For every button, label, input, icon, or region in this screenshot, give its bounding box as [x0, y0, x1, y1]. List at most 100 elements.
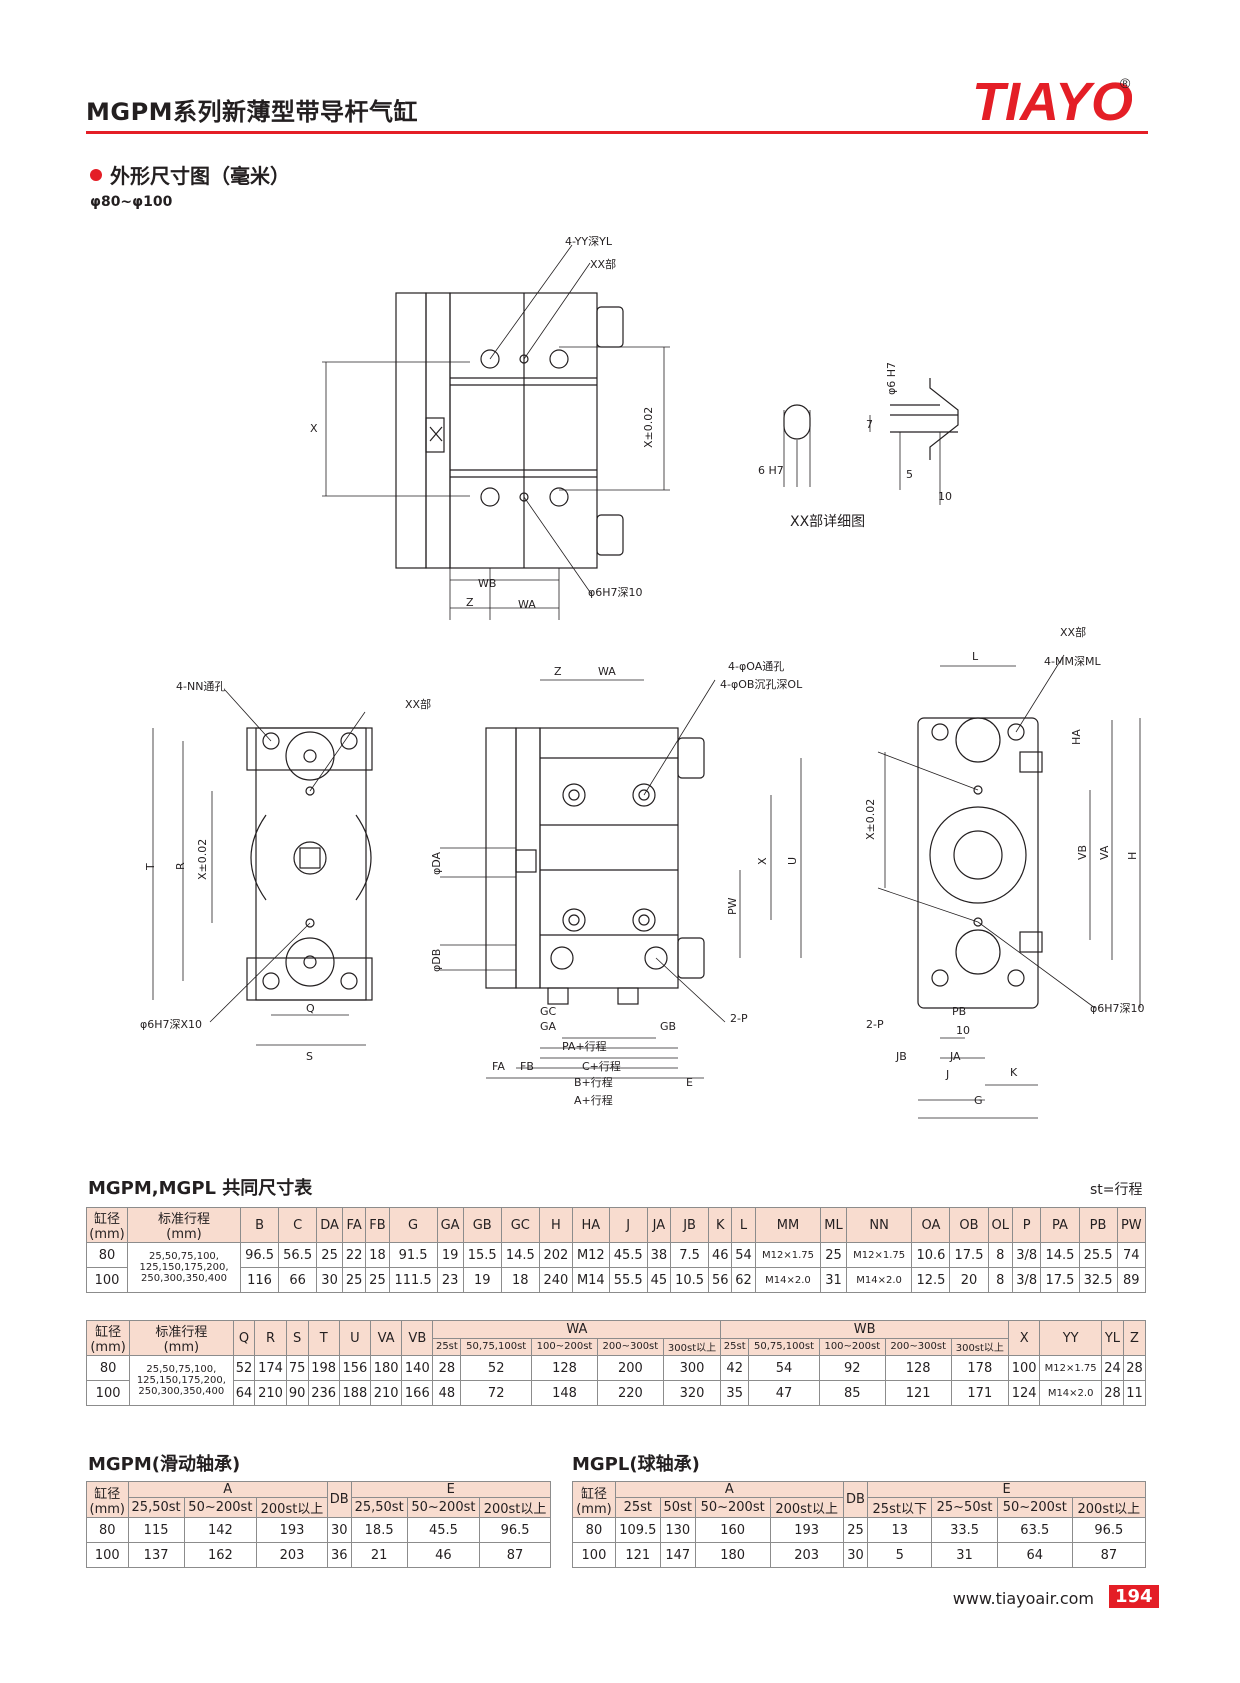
column-header: NN — [845, 1207, 913, 1243]
sub-header: 25,50st — [350, 1497, 408, 1518]
column-header: P — [1011, 1207, 1042, 1243]
table-cell: 31 — [931, 1542, 998, 1568]
table-cell: 8 — [987, 1267, 1013, 1293]
label-pw: PW — [726, 897, 739, 915]
label-x-tol-left: X±0.02 — [196, 839, 209, 880]
sub-header: 25st — [432, 1337, 462, 1356]
table-cell: 14.5 — [500, 1242, 540, 1268]
registered-mark: ® — [1120, 75, 1131, 91]
label-jb: JB — [895, 1050, 907, 1063]
table-cell: 180 — [694, 1542, 771, 1568]
label-db: φDB — [430, 949, 443, 972]
table-cell: 90 — [285, 1380, 309, 1406]
table-cell: 128 — [531, 1355, 598, 1381]
label-oa: 4-φOA通孔 — [728, 660, 784, 673]
label-ob: 4-φOB沉孔深OL — [720, 678, 803, 691]
right-end-view — [877, 654, 1141, 1119]
table-cell: 35 — [720, 1380, 750, 1406]
label-j: J — [945, 1068, 949, 1081]
column-header: VA — [369, 1320, 403, 1356]
table-cell: 33.5 — [931, 1517, 998, 1543]
bullet-icon — [90, 169, 102, 181]
table-cell: M14×2.0 — [845, 1267, 913, 1293]
table-cell: 100 — [86, 1267, 128, 1293]
table-cell: 162 — [183, 1542, 258, 1568]
column-header: YY — [1039, 1320, 1102, 1356]
column-header: OL — [987, 1207, 1013, 1243]
column-header: PA — [1040, 1207, 1080, 1243]
table-cell: 45.5 — [406, 1517, 481, 1543]
column-header: GA — [436, 1207, 464, 1243]
sub-header: 50~200st — [183, 1497, 258, 1518]
footer-url[interactable]: www.tiayoair.com — [952, 1589, 1094, 1608]
table-cell: 193 — [769, 1517, 844, 1543]
sub-header: 100~200st — [531, 1337, 598, 1356]
label-fb: FB — [520, 1060, 534, 1073]
label-u: U — [786, 857, 799, 865]
label-c: C+行程 — [582, 1060, 621, 1073]
column-header: ML — [820, 1207, 847, 1243]
column-header: B — [239, 1207, 280, 1243]
table-cell: 66 — [278, 1267, 318, 1293]
table-cell: 8 — [987, 1242, 1013, 1268]
bore-header: 缸径 (mm) — [86, 1481, 129, 1518]
label-e: E — [686, 1076, 693, 1089]
column-header: DB — [842, 1481, 869, 1518]
table-cell: 87 — [479, 1542, 551, 1568]
label-fa: FA — [492, 1060, 505, 1073]
table-cell: 19 — [462, 1267, 502, 1293]
column-header: Z — [1122, 1320, 1147, 1356]
table-cell: 111.5 — [388, 1267, 438, 1293]
table-cell: 42 — [720, 1355, 750, 1381]
table-cell: 18 — [365, 1242, 390, 1268]
table-cell: 54 — [731, 1242, 756, 1268]
sub-header: 300st以上 — [950, 1337, 1010, 1356]
table4-caption: MGPL(球轴承) — [572, 1453, 700, 1475]
table-cell: 18.5 — [350, 1517, 408, 1543]
label-wb: WB — [478, 577, 496, 590]
column-header: H — [538, 1207, 574, 1243]
page-number: 194 — [1109, 1585, 1159, 1608]
table3-caption: MGPM(滑动轴承) — [88, 1453, 240, 1475]
table-cell: 30 — [842, 1542, 869, 1568]
sub-header: 50,75,100st — [748, 1337, 820, 1356]
label-vb: VB — [1076, 845, 1089, 860]
table-cell: 32.5 — [1078, 1267, 1118, 1293]
table-cell: 48 — [432, 1380, 462, 1406]
column-header: L — [731, 1207, 756, 1243]
label-x-tol-top: X±0.02 — [642, 407, 655, 448]
table1-caption: MGPM,MGPL 共同尺寸表 — [88, 1177, 313, 1199]
table-cell: 25 — [316, 1242, 343, 1268]
table-cell: 174 — [254, 1355, 287, 1381]
sub-header: 200st以上 — [479, 1497, 551, 1518]
table-cell: 124 — [1008, 1380, 1041, 1406]
label-a: A+行程 — [574, 1094, 613, 1107]
column-header: WA — [432, 1320, 722, 1339]
table-cell: 203 — [769, 1542, 844, 1568]
sub-header: 25st以下 — [867, 1497, 933, 1518]
table-cell: 236 — [307, 1380, 340, 1406]
column-header: MM — [754, 1207, 822, 1243]
sub-header: 25st — [614, 1497, 661, 1518]
label-2p-right: 2-P — [866, 1018, 884, 1031]
table-cell: 116 — [239, 1267, 280, 1293]
table-cell: M14 — [572, 1267, 610, 1293]
table-cell: 52 — [232, 1355, 256, 1381]
table-cell: 62 — [731, 1267, 756, 1293]
column-header: T — [307, 1320, 340, 1356]
label-z-top: Z — [466, 596, 474, 609]
table-cell: 74 — [1116, 1242, 1147, 1268]
sub-header: 50~200st — [996, 1497, 1073, 1518]
column-header: OA — [911, 1207, 951, 1243]
table-cell: 5 — [867, 1542, 933, 1568]
table-cell: M12×1.75 — [845, 1242, 913, 1268]
label-detail-pin: φ6 H7 — [885, 362, 898, 395]
label-h: H — [1126, 852, 1139, 860]
column-header: YL — [1101, 1320, 1124, 1356]
table-cell: 128 — [884, 1355, 952, 1381]
